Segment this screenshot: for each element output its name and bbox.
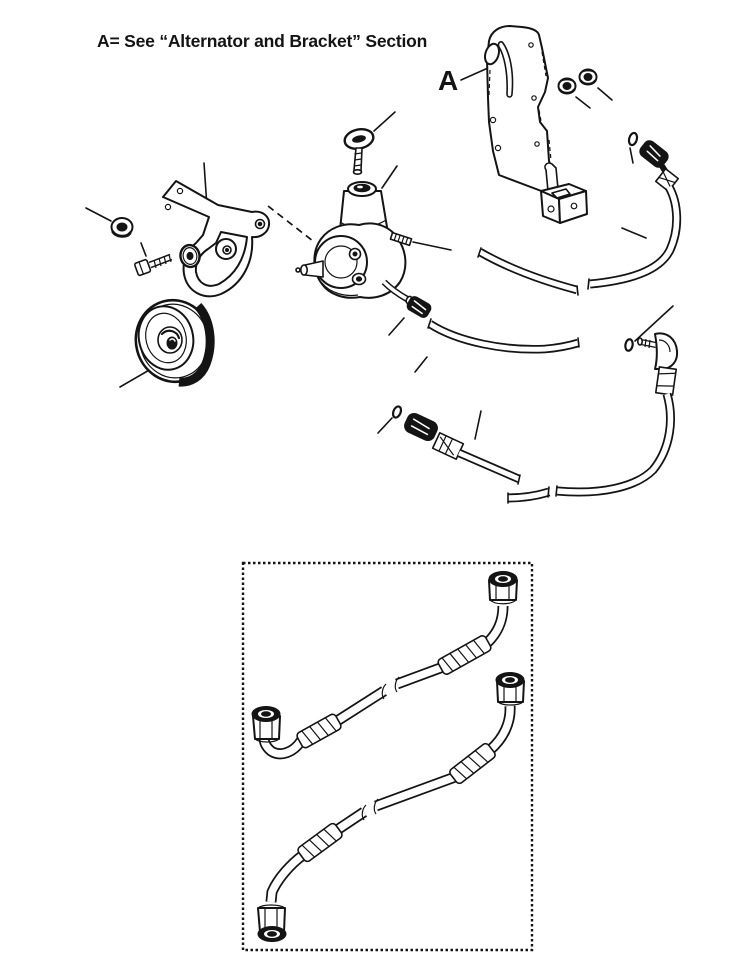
flare-nut	[251, 706, 281, 743]
mounting-nut	[110, 217, 134, 238]
bracket-hole	[484, 42, 500, 66]
bracket-clamp	[540, 183, 588, 224]
section-label-a: A	[438, 65, 458, 96]
o-ring-pressure	[391, 405, 403, 419]
suction-hose-lower	[257, 672, 525, 942]
ribbed-sleeve	[437, 635, 492, 675]
hose-segment-lower	[427, 318, 580, 354]
bracket-hole	[531, 95, 537, 101]
bracket-hole	[528, 42, 534, 48]
leader-line	[388, 317, 405, 336]
bracket-hole	[494, 144, 502, 152]
leader-line	[629, 147, 634, 164]
o-ring-elbow	[624, 338, 634, 352]
flare-nut	[488, 571, 518, 605]
hose-segment-upper	[477, 247, 579, 296]
pulley	[134, 298, 215, 387]
bracket-hole	[164, 203, 172, 211]
pressure-hose-fitting	[391, 405, 521, 485]
flange-nut-2	[578, 68, 598, 86]
leader-line	[414, 356, 428, 373]
o-ring-return	[627, 131, 639, 147]
leader-line	[140, 242, 147, 257]
leader-line	[460, 67, 489, 81]
flare-nut	[257, 904, 287, 942]
leader-line	[474, 410, 482, 440]
leader-line	[621, 227, 647, 239]
suction-hose-upper	[251, 571, 518, 760]
filler-cap-dipstick	[343, 128, 375, 176]
leader-line	[412, 241, 452, 251]
leader-line	[373, 111, 396, 132]
elbow-fitting	[654, 332, 679, 370]
mounting-bolt	[134, 253, 173, 277]
leader-line	[597, 87, 613, 101]
ribbed-sleeve	[449, 742, 496, 785]
assembly-dashed-line	[267, 205, 314, 242]
ribbed-sleeve	[296, 713, 342, 749]
washer	[179, 243, 201, 269]
leader-lines	[85, 67, 674, 440]
hose-end-fitting	[639, 140, 669, 168]
mounting-stud	[389, 231, 413, 247]
flange-nut-1	[557, 77, 577, 95]
bracket-hole	[176, 187, 184, 195]
bracket-slot	[497, 41, 514, 98]
leader-line	[119, 368, 152, 388]
hose-ferrule	[654, 366, 678, 396]
leader-line	[634, 305, 674, 342]
leader-line	[85, 207, 112, 222]
bracket-hole	[534, 141, 540, 147]
alternator-bracket	[484, 25, 588, 224]
pressure-hose	[507, 332, 679, 504]
clamp-tab	[544, 162, 559, 192]
inset-box	[241, 561, 534, 952]
return-hose	[587, 131, 682, 290]
header-note: A= See “Alternator and Bracket” Section	[97, 31, 427, 51]
leader-line	[575, 96, 591, 109]
leader-line	[377, 417, 393, 434]
flare-nut	[495, 672, 525, 706]
power-steering-pump	[295, 222, 413, 305]
pulley-groove-band	[178, 302, 215, 387]
ribbed-sleeve	[297, 822, 343, 863]
union-fitting	[406, 296, 432, 318]
leader-line	[381, 165, 398, 189]
bracket-hole	[489, 116, 497, 124]
